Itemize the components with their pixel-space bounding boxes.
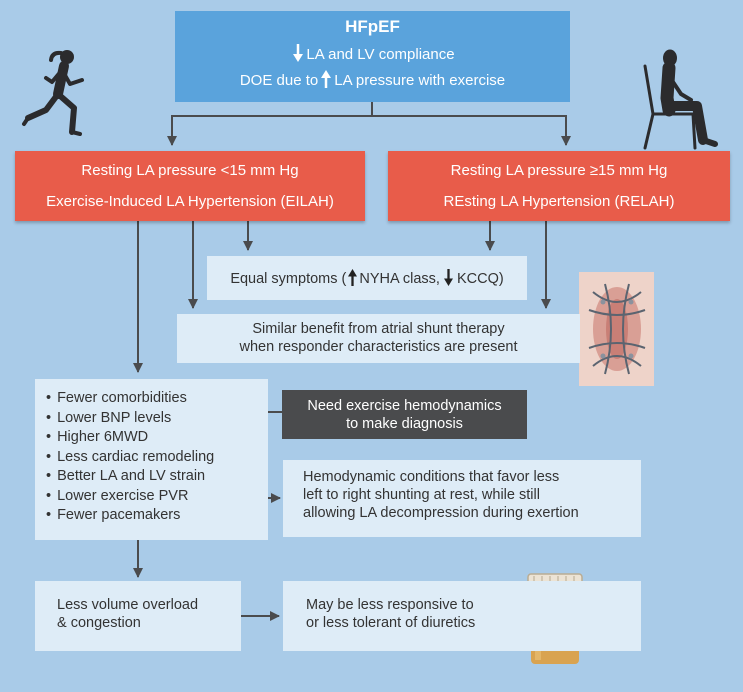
relah-resting-pressure: Resting LA pressure ≥15 mm Hg — [450, 162, 668, 179]
eilah-box: Resting LA pressure <15 mm Hg Exercise-I… — [15, 151, 365, 221]
eilah-features-box: Fewer comorbidities Lower BNP levels Hig… — [35, 379, 268, 540]
relah-title: REsting LA Hypertension (RELAH) — [443, 193, 675, 210]
hfpef-line2-pre: DOE due to — [239, 72, 319, 89]
exercise-hemodynamics-box: Need exercise hemodynamics to make diagn… — [282, 390, 527, 439]
equal-symptoms-mid: NYHA class, — [359, 271, 440, 287]
hemodynamic-line1: Hemodynamic conditions that favor less — [303, 469, 560, 485]
diuretics-line2: or less tolerant of diuretics — [306, 615, 476, 631]
hfpef-line2-post: LA pressure with exercise — [334, 72, 506, 89]
hemodynamic-line2: left to right shunting at rest, while st… — [303, 487, 540, 503]
connector-top-to-relah — [372, 115, 571, 146]
runner-icon — [22, 50, 84, 136]
atrial-shunt-device-icon — [579, 272, 654, 386]
hemodynamic-line3: allowing LA decompression during exertio… — [303, 505, 579, 521]
connector-top-to-eilah — [167, 115, 372, 146]
hemodynamic-conditions-box: Hemodynamic conditions that favor less l… — [283, 460, 641, 537]
feature-item: Fewer comorbidities — [46, 389, 268, 409]
feature-item: Less cardiac remodeling — [46, 448, 268, 468]
diuretics-line1: May be less responsive to — [306, 597, 474, 613]
equal-symptoms-pre: Equal symptoms ( — [230, 271, 347, 287]
feature-item: Lower BNP levels — [46, 409, 268, 429]
down-arrow-icon — [293, 44, 304, 62]
hfpef-box: HFpEF LA and LV compliance DOE due to LA … — [175, 11, 570, 102]
shunt-benefit-box: Similar benefit from atrial shunt therap… — [177, 314, 580, 363]
shunt-benefit-line2: when responder characteristics are prese… — [239, 339, 518, 355]
relah-box: Resting LA pressure ≥15 mm Hg REsting LA… — [388, 151, 730, 221]
down-arrow-icon — [443, 269, 453, 286]
volume-line1: Less volume overload — [57, 597, 199, 613]
volume-overload-box: Less volume overload & congestion — [35, 581, 241, 651]
hfpef-line1: LA and LV compliance — [175, 44, 570, 63]
exercise-note-line1: Need exercise hemodynamics — [307, 398, 502, 414]
diuretics-box: May be less responsive to or less tolera… — [283, 581, 641, 651]
equal-symptoms-box: Equal symptoms ( NYHA class, KCCQ) — [207, 256, 527, 300]
volume-line2: & congestion — [57, 615, 141, 631]
shunt-benefit-line1: Similar benefit from atrial shunt therap… — [252, 321, 505, 337]
eilah-title: Exercise-Induced LA Hypertension (EILAH) — [46, 193, 334, 210]
hfpef-line2: DOE due to LA pressure with exercise — [175, 70, 570, 89]
up-arrow-icon — [348, 269, 358, 286]
hfpef-line1-text: LA and LV compliance — [306, 46, 455, 63]
feature-item: Higher 6MWD — [46, 428, 268, 448]
equal-symptoms-text: Equal symptoms ( NYHA class, KCCQ) — [207, 269, 527, 287]
up-arrow-icon — [321, 70, 332, 88]
feature-item: Fewer pacemakers — [46, 506, 268, 526]
hfpef-title: HFpEF — [345, 17, 400, 36]
seated-person-icon — [643, 49, 718, 150]
eilah-resting-pressure: Resting LA pressure <15 mm Hg — [81, 162, 299, 179]
feature-item: Lower exercise PVR — [46, 487, 268, 507]
eilah-features-list: Fewer comorbidities Lower BNP levels Hig… — [46, 389, 268, 526]
feature-item: Better LA and LV strain — [46, 467, 268, 487]
equal-symptoms-post: KCCQ) — [456, 271, 504, 287]
exercise-note-line2: to make diagnosis — [346, 416, 463, 432]
